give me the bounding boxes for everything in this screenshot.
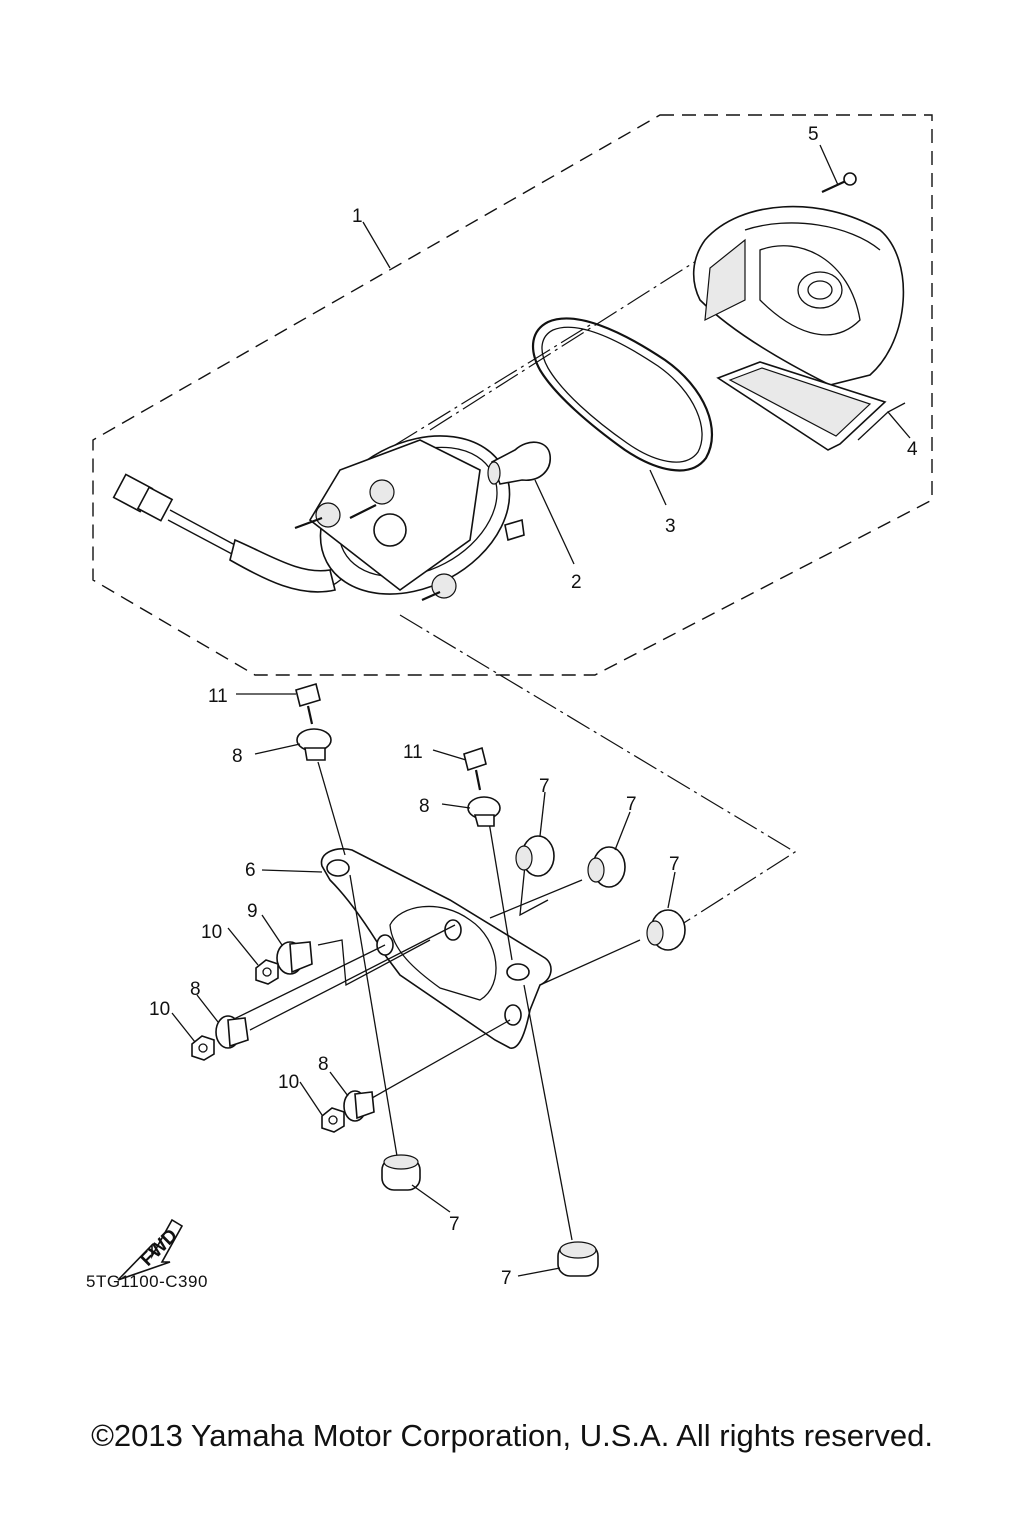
callout-8d: 8 <box>318 1054 329 1075</box>
copyright-notice: ©2013 Yamaha Motor Corporation, U.S.A. A… <box>91 1418 933 1453</box>
callout-10b: 10 <box>149 999 170 1020</box>
mounting-bracket <box>320 848 552 1049</box>
callout-labels: 1 2 3 4 5 6 7 7 7 7 7 8 8 8 8 9 10 10 10… <box>149 124 918 1289</box>
callout-7d: 7 <box>449 1214 460 1235</box>
callout-11a: 11 <box>208 686 228 707</box>
collar-lower-mid <box>343 1090 375 1122</box>
grommet-d <box>381 1154 421 1191</box>
bolt-upper-left <box>295 682 321 725</box>
callout-8b: 8 <box>419 796 430 817</box>
callout-5: 5 <box>808 124 819 145</box>
collar-upper-left <box>296 728 332 761</box>
callout-8a: 8 <box>232 746 243 767</box>
license-lens <box>716 361 887 451</box>
callout-7c: 7 <box>669 854 680 875</box>
callout-7b: 7 <box>626 794 637 815</box>
fastener-alignment-lines <box>231 761 641 1241</box>
collar-upper-right <box>467 796 501 827</box>
callout-4: 4 <box>907 439 918 460</box>
grommet-a <box>515 835 555 877</box>
callout-1: 1 <box>352 206 363 227</box>
grommet-c <box>646 909 686 951</box>
nut-lower <box>321 1107 345 1133</box>
callout-8c: 8 <box>190 979 201 1000</box>
fwd-arrow-icon: FWD <box>117 1218 184 1281</box>
tail-light-lens <box>692 205 905 386</box>
callout-11b: 11 <box>403 742 423 763</box>
callout-3: 3 <box>665 516 676 537</box>
lens-screw <box>821 172 857 193</box>
assembly-boundary <box>92 114 933 676</box>
bolt-upper-right <box>463 746 487 791</box>
alignment-line-bracket <box>399 614 797 936</box>
grommet-e <box>557 1241 599 1277</box>
callout-leaders <box>171 144 911 1277</box>
callout-10c: 10 <box>278 1072 299 1093</box>
collar-lower-left <box>215 1015 249 1049</box>
alignment-line-lens <box>429 229 746 431</box>
grommet-b <box>587 846 626 888</box>
nut-upper <box>255 959 279 985</box>
bulb <box>487 441 551 485</box>
callout-7a: 7 <box>539 776 550 797</box>
callout-2: 2 <box>571 572 582 593</box>
tail-light-base <box>294 435 525 602</box>
callout-10a: 10 <box>201 922 222 943</box>
nut-middle <box>191 1035 215 1061</box>
gasket <box>531 317 714 472</box>
collar-flanged <box>276 941 313 975</box>
drawing-code: 5TG1100-C390 <box>86 1272 208 1291</box>
callout-7e: 7 <box>501 1268 512 1289</box>
callout-6: 6 <box>245 860 256 881</box>
callout-9: 9 <box>247 901 258 922</box>
